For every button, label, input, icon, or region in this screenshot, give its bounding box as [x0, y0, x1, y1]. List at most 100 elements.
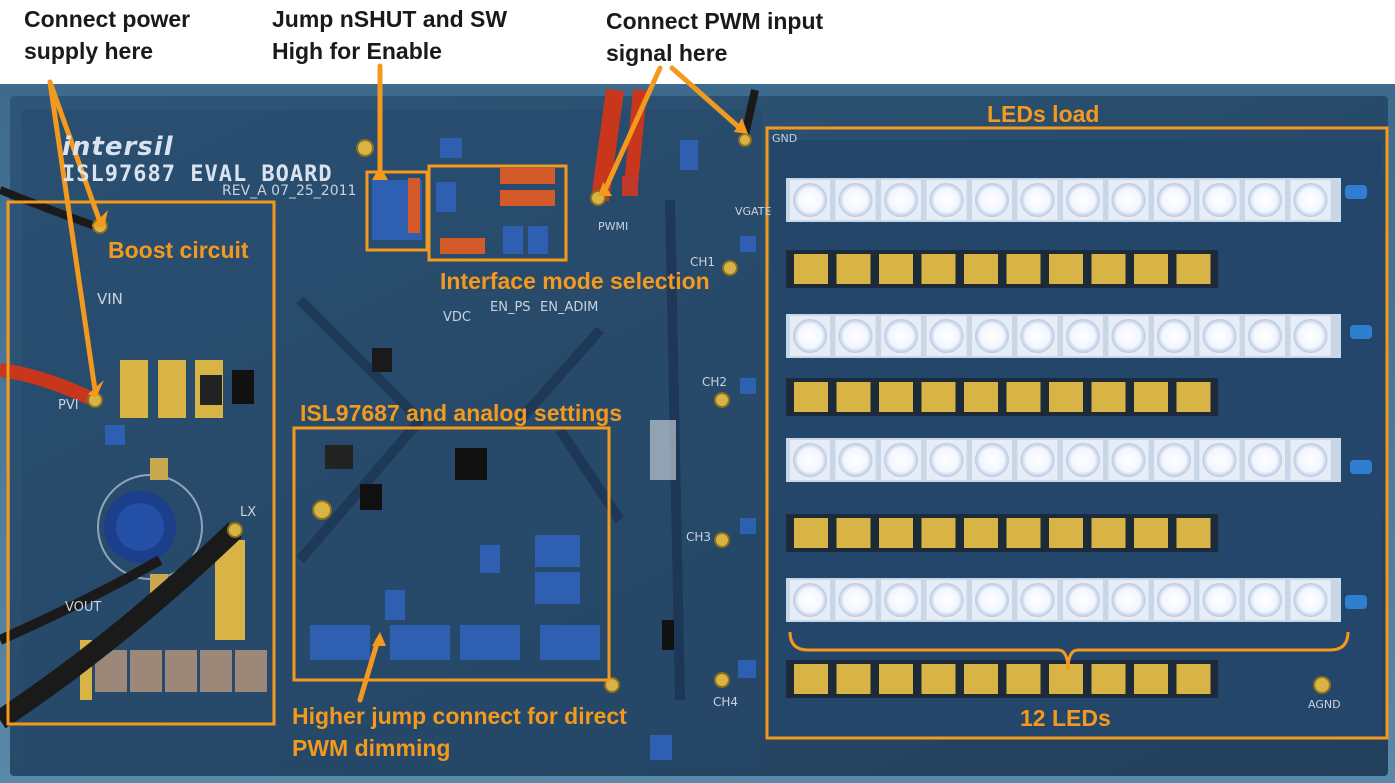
lit-led [884, 183, 918, 217]
gold-pad [1006, 518, 1041, 548]
gold-pad [921, 254, 956, 284]
board-name: ISL97687 EVAL BOARD [62, 162, 333, 187]
gold-pad [794, 664, 828, 694]
lit-led [1020, 319, 1055, 353]
board-revision: REV_A 07_25_2011 [222, 183, 357, 199]
gold-pad [1176, 518, 1211, 548]
lit-led [1020, 183, 1055, 217]
vdc-label: VDC [443, 310, 471, 325]
lit-led [1111, 183, 1146, 217]
gold-pad [964, 254, 998, 284]
gnd-label: GND [772, 132, 798, 145]
interface-mode-label: Interface mode selection [440, 268, 710, 294]
twelve-leds-bracket [788, 631, 1350, 671]
vout-label: VOUT [65, 600, 102, 615]
gold-pad [1091, 664, 1126, 694]
lit-led [884, 319, 918, 353]
boost-circuit-label: Boost circuit [108, 237, 249, 263]
gold-pad [1134, 382, 1168, 412]
gold-pad [1006, 382, 1041, 412]
lit-led [1066, 319, 1100, 353]
interface-mode-box [427, 164, 568, 262]
gold-pad [836, 382, 871, 412]
lit-led [1157, 443, 1191, 477]
lit-led [1157, 183, 1191, 217]
lit-led [884, 583, 918, 617]
gold-pad [964, 518, 998, 548]
gold-pad [1006, 254, 1041, 284]
gold-pad [1006, 664, 1041, 694]
gold-pad [1091, 518, 1126, 548]
lit-led [838, 319, 873, 353]
lit-led [975, 583, 1009, 617]
lit-led [793, 443, 827, 477]
higher-jump-label: Higher jump connect for direct PWM dimmi… [292, 703, 627, 761]
gold-pad [921, 518, 956, 548]
gold-pad [836, 254, 871, 284]
gold-pad [964, 382, 998, 412]
gold-pad [1176, 664, 1211, 694]
agnd-label: AGND [1308, 698, 1341, 711]
isl-settings-box [292, 426, 611, 682]
gold-pad [879, 382, 913, 412]
lit-led [793, 583, 827, 617]
pvin-label: PVI [58, 398, 79, 413]
leds-load-box [765, 126, 1389, 740]
gold-pad [879, 254, 913, 284]
ch3-label: CH3 [686, 530, 712, 544]
lit-led [793, 319, 827, 353]
lit-led [1111, 443, 1146, 477]
lit-led [975, 443, 1009, 477]
lit-led [1248, 183, 1282, 217]
pwm-input-annotation: Connect PWM input signal here [606, 8, 824, 66]
gold-pad [1049, 664, 1083, 694]
lit-led [1066, 183, 1100, 217]
lit-led [1248, 443, 1282, 477]
gold-pad [1134, 664, 1168, 694]
lit-led [1293, 583, 1328, 617]
gold-pad [1176, 254, 1211, 284]
gold-pad [879, 664, 913, 694]
lit-led [838, 443, 873, 477]
gold-pad [964, 664, 998, 694]
gold-pad [1176, 382, 1211, 412]
lit-led [1248, 319, 1282, 353]
lx-label: LX [240, 505, 257, 520]
lit-led [1293, 443, 1328, 477]
ch1-label: CH1 [690, 255, 716, 269]
lit-led [1293, 319, 1328, 353]
lit-led [1111, 583, 1146, 617]
vgate-label: VGATE [735, 205, 772, 218]
gold-pad [1134, 254, 1168, 284]
intersil-logo: intersil [62, 132, 174, 162]
gold-pad [1049, 382, 1083, 412]
vin-label: VIN [97, 290, 123, 308]
gold-pad [836, 664, 871, 694]
lit-led [1293, 183, 1328, 217]
lit-led [838, 183, 873, 217]
lit-led [884, 443, 918, 477]
lit-led [929, 443, 964, 477]
lit-led [975, 319, 1009, 353]
lit-led [929, 583, 964, 617]
lit-led [1202, 183, 1237, 217]
pwmi-label: PWMI [598, 220, 629, 233]
lit-led [975, 183, 1009, 217]
lit-led [1066, 443, 1100, 477]
gold-pad [1134, 518, 1168, 548]
lit-led [1202, 443, 1237, 477]
lit-led [1202, 583, 1237, 617]
lit-led [793, 183, 827, 217]
enable-jumper-box [365, 170, 429, 252]
jump-nshut-annotation: Jump nSHUT and SW High for Enable [272, 6, 508, 64]
gold-pad [794, 254, 828, 284]
lit-led [1248, 583, 1282, 617]
isl-settings-label: ISL97687 and analog settings [300, 400, 623, 426]
lit-led [1157, 583, 1191, 617]
leds-load-label: LEDs load [987, 101, 1100, 127]
ch4-label: CH4 [713, 695, 739, 709]
lit-led [929, 319, 964, 353]
gold-pad [836, 518, 871, 548]
ch2-label: CH2 [702, 375, 728, 389]
